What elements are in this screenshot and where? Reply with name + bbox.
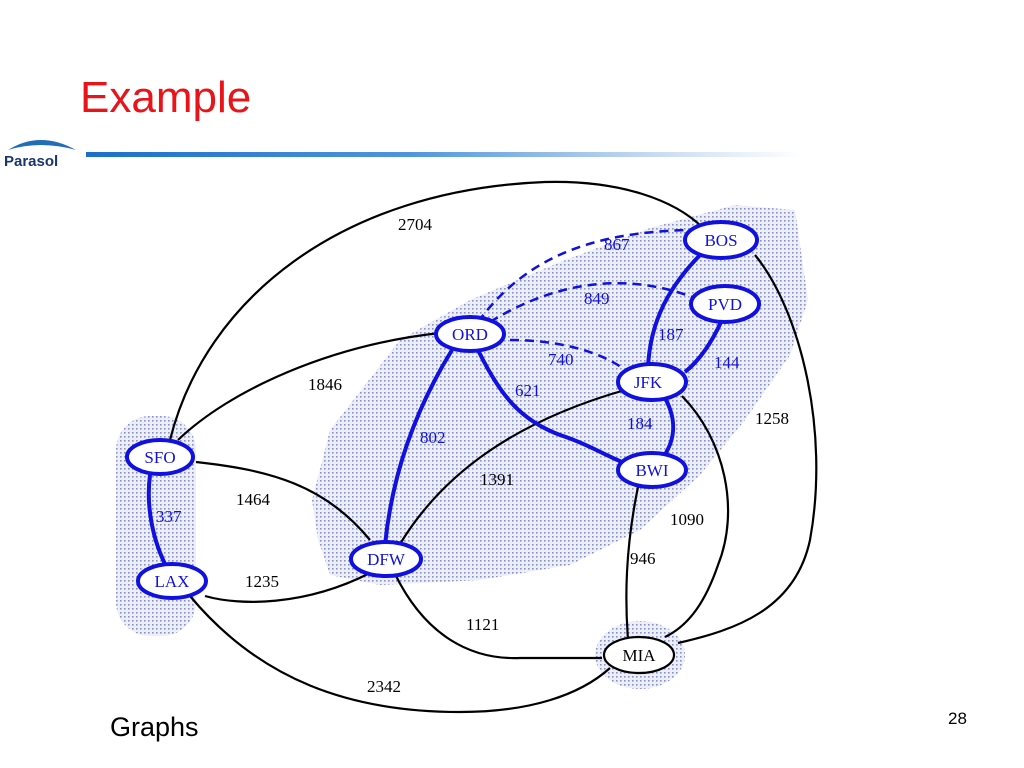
node-pvd: PVD [689,284,761,324]
node-ord-shape [434,315,506,353]
edge-dfw-mia [394,573,602,660]
footer-label: Graphs [110,712,199,742]
weight-sfo-lax: 337 [156,507,182,526]
node-bwi-shape [616,451,688,489]
node-bwi: BWI [616,451,688,489]
edge-jfk-mia [664,395,730,638]
black-edges [168,180,818,714]
logo-arc [8,140,76,150]
node-dfw: DFW [349,540,423,578]
edge-labels: 2704 1846 1464 1235 2342 1121 1391 1258 … [156,215,789,696]
node-lax-label: LAX [155,572,190,591]
edge-bos-mia [677,254,818,645]
node-bos-label: BOS [704,231,737,250]
slide-title: Example [80,73,252,122]
edge-bwi-mia [625,486,640,641]
edge-dfw-jfk [399,388,626,545]
node-lax-shape [136,562,208,600]
edge-lax-dfw [204,572,371,603]
weight-dfw-mia: 1121 [466,615,499,634]
edge-lax-mia [189,595,611,714]
weight-sfo-dfw: 1464 [236,490,271,509]
weight-sfo-bos: 2704 [398,215,433,234]
weight-lax-mia: 2342 [367,677,401,696]
node-dfw-label: DFW [367,550,406,569]
edge-jfk-bwi [662,397,676,458]
weight-bos-mia: 1258 [755,409,789,428]
node-ord-label: ORD [452,325,488,344]
node-pvd-label: PVD [708,295,742,314]
logo-text: Parasol [4,153,58,170]
weight-sfo-ord: 1846 [308,375,342,394]
dashed-edges [476,228,693,373]
edge-sfo-dfw [195,460,371,541]
node-bwi-label: BWI [635,461,668,480]
weight-lax-dfw: 1235 [245,572,279,591]
node-bos: BOS [683,220,759,260]
east-region [312,205,808,585]
weight-dfw-jfk: 1391 [480,470,514,489]
weight-jfk-mia: 1090 [670,510,704,529]
node-pvd-shape [689,284,761,324]
node-sfo: SFO [125,438,195,476]
edge-ord-bos [476,228,691,323]
weight-bos-jfk: 187 [658,325,684,344]
edge-ord-pvd [489,282,693,324]
edge-pvd-jfk [683,319,724,374]
weight-bwi-mia: 946 [630,549,656,568]
page-number: 28 [948,709,967,728]
node-jfk-label: JFK [634,373,663,392]
edge-sfo-lax [146,474,170,571]
node-jfk: JFK [616,362,688,402]
edge-ord-bwi [476,349,623,464]
nodes: SFO LAX ORD DFW BOS PVD JFK BWI [125,220,761,675]
weight-jfk-bwi: 184 [627,414,653,433]
weight-ord-jfk: 740 [548,350,574,369]
node-sfo-label: SFO [144,448,175,467]
node-mia-label: MIA [622,646,656,665]
node-mia-shape [602,635,676,675]
edge-ord-dfw [383,348,454,546]
node-dfw-shape [349,540,423,578]
edge-sfo-bos [168,180,704,441]
shaded-regions [116,205,808,689]
weight-ord-dfw: 802 [420,428,446,447]
edge-bos-jfk [646,250,705,369]
node-sfo-shape [125,438,195,476]
edge-sfo-ord [177,331,441,441]
weight-ord-bos: 867 [604,235,630,254]
parasol-logo: Parasol [4,140,76,170]
edge-ord-jfk [509,338,629,373]
node-lax: LAX [136,562,208,600]
weight-ord-pvd: 849 [584,289,610,308]
tree-edges [146,250,724,571]
node-ord: ORD [434,315,506,353]
node-bos-shape [683,220,759,260]
node-mia: MIA [602,635,676,675]
node-jfk-shape [616,362,688,402]
weight-pvd-jfk: 144 [714,353,740,372]
weight-ord-bwi: 621 [515,381,541,400]
title-rule [86,152,802,157]
